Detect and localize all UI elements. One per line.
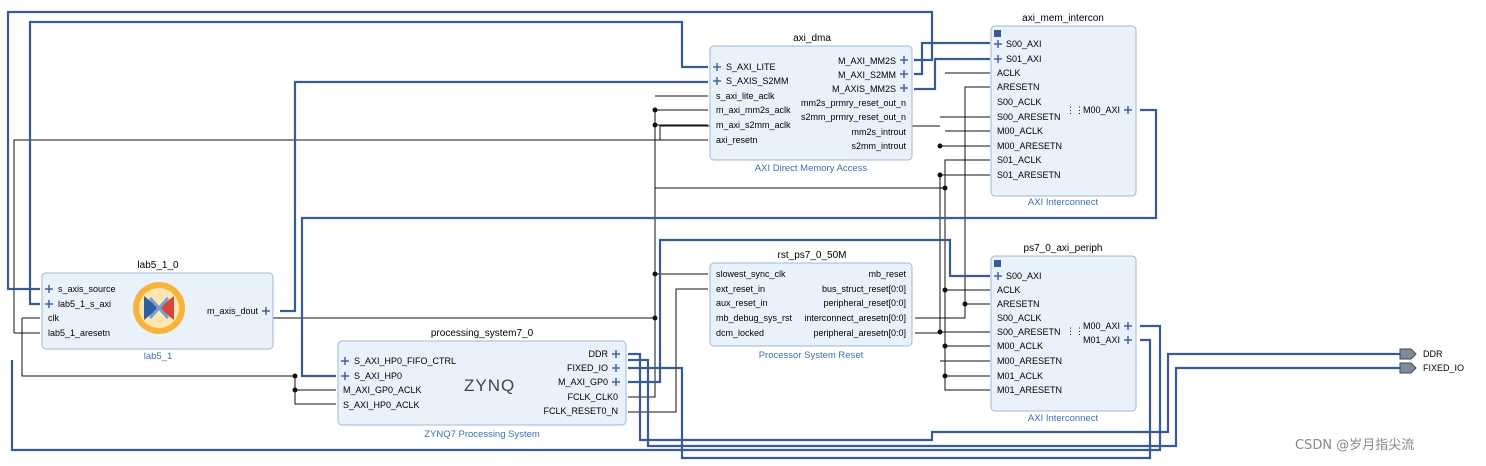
block-rst-ps7-0-50m[interactable]: rst_ps7_0_50M Processor System Reset slo…	[709, 250, 913, 361]
block-processing-system7-0[interactable]: processing_system7_0 ZYNQ7 Processing Sy…	[337, 328, 627, 440]
port-label: M01_ACLK	[997, 371, 1043, 381]
block-axi-dma[interactable]: axi_dma AXI Direct Memory Access S_AXI_L…	[709, 33, 913, 174]
port-label: S_AXI_HP0_FIFO_CTRL	[354, 356, 456, 366]
port-label: S01_ACLK	[997, 155, 1042, 165]
port-label: mm2s_introut	[851, 127, 906, 137]
port-label: axi_resetn	[716, 135, 758, 145]
external-port-ddr[interactable]: DDR	[1399, 348, 1443, 360]
port-label: M_AXI_S2MM	[838, 70, 896, 80]
block-subtitle: ZYNQ7 Processing System	[424, 429, 540, 440]
port-label: mb_reset	[868, 269, 906, 279]
port-label: M00_ACLK	[997, 126, 1043, 136]
port-label: ACLK	[997, 285, 1021, 295]
port-label: s2mm_introut	[851, 141, 906, 151]
port-label: M_AXIS_MM2S	[832, 84, 896, 94]
block-subtitle: AXI Direct Memory Access	[755, 163, 868, 174]
port-label: S00_ARESETN	[997, 327, 1061, 337]
block-instance-name: processing_system7_0	[431, 328, 534, 339]
hls-ip-logo-icon	[133, 282, 185, 334]
zynq-logo: ZYNQ	[464, 376, 515, 395]
port-label: S_AXI_HP0	[354, 371, 402, 381]
port-label: M00_ACLK	[997, 341, 1043, 351]
block-instance-name: lab5_1_0	[137, 260, 179, 271]
port-label: m_axis_dout	[207, 306, 259, 316]
port-label: ACLK	[997, 68, 1021, 78]
port-label: S00_ACLK	[997, 97, 1042, 107]
left-ports: S_AXI_LITE S_AXIS_S2MM s_axi_lite_aclk m…	[713, 62, 791, 145]
port-label: DDR	[589, 349, 609, 359]
port-label: FCLK_CLK0	[567, 392, 618, 402]
block-subtitle: AXI Interconnect	[1028, 197, 1099, 208]
port-label: mb_debug_sys_rst	[716, 313, 793, 323]
port-label: s2mm_prmry_reset_out_n	[801, 112, 906, 122]
port-label: slowest_sync_clk	[716, 269, 786, 279]
port-label: S_AXI_LITE	[726, 62, 776, 72]
port-label: M00_AXI	[1083, 105, 1120, 115]
port-label: lab5_1_aresetn	[48, 328, 110, 338]
port-label: FIXED_IO	[567, 363, 608, 373]
block-lab5-1-0[interactable]: lab5_1_0 lab5_1 s_axis_source lab5_1_s_a…	[41, 260, 274, 362]
port-label: S01_AXI	[1006, 54, 1042, 64]
port-label: ext_reset_in	[716, 284, 765, 294]
port-label: clk	[48, 313, 59, 323]
port-label: bus_struct_reset[0:0]	[822, 284, 906, 294]
external-port-label: FIXED_IO	[1423, 363, 1464, 373]
port-label: m_axi_mm2s_aclk	[716, 105, 791, 115]
block-ps7-0-axi-periph[interactable]: ps7_0_axi_periph AXI Interconnect S00_AX…	[990, 243, 1137, 424]
port-label: peripheral_reset[0:0]	[823, 298, 906, 308]
block-subtitle: Processor System Reset	[759, 350, 864, 361]
block-axi-mem-intercon[interactable]: axi_mem_intercon AXI Interconnect S00_AX…	[990, 13, 1137, 208]
port-label: M00_ARESETN	[997, 141, 1062, 151]
port-label: M01_ARESETN	[997, 385, 1062, 395]
expand-icon[interactable]	[994, 260, 1001, 267]
port-label: interconnect_aresetn[0:0]	[804, 313, 906, 323]
block-instance-name: axi_mem_intercon	[1022, 13, 1104, 24]
port-label: aux_reset_in	[716, 298, 768, 308]
port-label: S01_ARESETN	[997, 170, 1061, 180]
port-label: ARESETN	[997, 299, 1040, 309]
block-subtitle: lab5_1	[144, 351, 173, 362]
external-port-label: DDR	[1423, 349, 1443, 359]
crossbar-icon: ⋮⋮	[1066, 105, 1084, 115]
watermark-text: CSDN @岁月指尖流	[1295, 438, 1414, 453]
port-label: s_axis_source	[58, 284, 116, 294]
crossbar-icon: ⋮⋮	[1066, 326, 1084, 336]
port-label: lab5_1_s_axi	[58, 299, 111, 309]
port-label: S_AXI_HP0_ACLK	[343, 400, 420, 410]
port-label: S00_ARESETN	[997, 112, 1061, 122]
bus-wires	[6, 10, 1400, 460]
port-label: M00_ARESETN	[997, 356, 1062, 366]
port-label: S00_ACLK	[997, 313, 1042, 323]
block-subtitle: AXI Interconnect	[1028, 413, 1099, 424]
port-label: s_axi_lite_aclk	[716, 91, 775, 101]
port-label: M00_AXI	[1083, 321, 1120, 331]
port-label: ARESETN	[997, 82, 1040, 92]
port-label: m_axi_s2mm_aclk	[716, 120, 791, 130]
right-ports: M_AXI_MM2S M_AXI_S2MM M_AXIS_MM2S mm2s_p…	[801, 56, 908, 151]
port-label: S00_AXI	[1006, 271, 1042, 281]
port-label: peripheral_aresetn[0:0]	[813, 328, 906, 338]
port-label: M_AXI_MM2S	[838, 56, 896, 66]
port-label: M01_AXI	[1083, 335, 1120, 345]
port-label: S00_AXI	[1006, 39, 1042, 49]
port-label: dcm_locked	[716, 328, 764, 338]
external-port-fixed-io[interactable]: FIXED_IO	[1399, 362, 1464, 374]
port-label: S_AXIS_S2MM	[726, 76, 789, 86]
block-instance-name: ps7_0_axi_periph	[1024, 243, 1103, 254]
port-label: M_AXI_GP0	[558, 377, 608, 387]
port-label: FCLK_RESET0_N	[543, 406, 618, 416]
block-instance-name: axi_dma	[793, 33, 831, 44]
expand-icon[interactable]	[994, 30, 1001, 37]
port-label: M_AXI_GP0_ACLK	[343, 385, 422, 395]
block-instance-name: rst_ps7_0_50M	[778, 250, 847, 261]
port-label: mm2s_prmry_reset_out_n	[801, 98, 906, 108]
